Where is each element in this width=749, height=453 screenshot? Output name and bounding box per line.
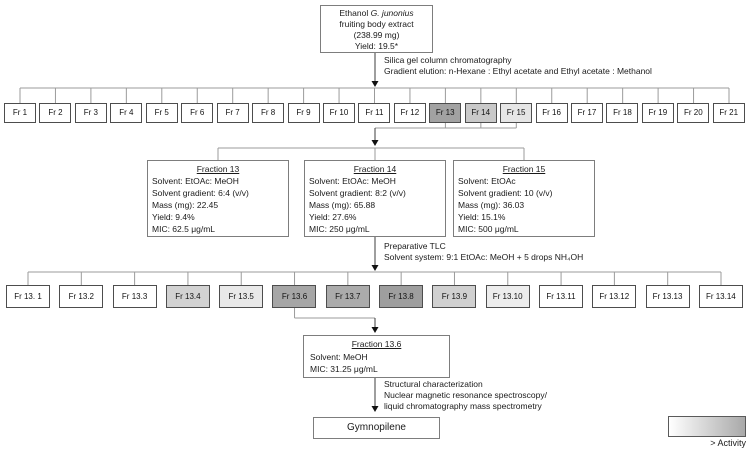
detail-box-fraction-14: Fraction 14 Solvent: EtOAc: MeOH Solvent… bbox=[304, 160, 446, 237]
fraction-box: Fr 5 bbox=[145, 103, 178, 123]
detail-14-mic: MIC: 250 μg/mL bbox=[309, 224, 370, 234]
fraction-box: Fr 17 bbox=[571, 103, 603, 123]
detail-15-gradient: Solvent gradient: 10 (v/v) bbox=[458, 188, 553, 198]
detail-box-fraction-15: Fraction 15 Solvent: EtOAc Solvent gradi… bbox=[453, 160, 595, 237]
detail-15-title: Fraction 15 bbox=[502, 164, 546, 174]
fraction-box: Fr 16 bbox=[535, 103, 568, 123]
detail-15-mic: MIC: 500 μg/mL bbox=[458, 224, 519, 234]
step3-line2: Nuclear magnetic resonance spectroscopy/ bbox=[384, 390, 547, 400]
step3-line3: liquid chromatography mass spectrometry bbox=[384, 401, 542, 411]
detail-13-solvent: Solvent: EtOAc: MeOH bbox=[152, 176, 239, 186]
activity-gradient-bar bbox=[668, 416, 746, 437]
step1-line1: Silica gel column chromatography bbox=[384, 55, 512, 65]
detail-13-title: Fraction 13 bbox=[196, 164, 240, 174]
step3-line1: Structural characterization bbox=[384, 379, 483, 389]
subfraction-box: Fr 13.9 bbox=[432, 285, 477, 308]
subfraction-box: Fr 13.7 bbox=[325, 285, 370, 308]
extract-line2: fruiting body extract bbox=[339, 19, 414, 29]
fraction-box: Fr 4 bbox=[110, 103, 143, 123]
detail-15-yield: Yield: 15.1% bbox=[458, 212, 506, 222]
subfraction-box: Fr 13.2 bbox=[59, 285, 104, 308]
detail-14-yield: Yield: 27.6% bbox=[309, 212, 357, 222]
fraction-box: Fr 6 bbox=[181, 103, 214, 123]
detail-13-mic: MIC: 62.5 μg/mL bbox=[152, 224, 216, 234]
fraction-box: Fr 11 bbox=[358, 103, 391, 123]
fraction-box: Fr 14 bbox=[464, 103, 497, 123]
activity-legend-label: > Activity bbox=[710, 438, 746, 448]
compound-box: Gymnopilene bbox=[313, 417, 440, 439]
detail-13-yield: Yield: 9.4% bbox=[152, 212, 195, 222]
step-label-preparative-tlc: Preparative TLC Solvent system: 9:1 EtOA… bbox=[384, 241, 583, 263]
detail-15-solvent: Solvent: EtOAc bbox=[458, 176, 516, 186]
subfraction-box: Fr 13.11 bbox=[538, 285, 583, 308]
extract-line1: Ethanol G. junonius bbox=[339, 8, 414, 18]
step1-line2: Gradient elution: n-Hexane : Ethyl aceta… bbox=[384, 66, 652, 76]
subfraction-box: Fr 13.4 bbox=[165, 285, 210, 308]
detail-15-mass: Mass (mg): 36.03 bbox=[458, 200, 525, 210]
fraction-box: Fr 21 bbox=[712, 103, 745, 123]
subfraction-box: Fr 13.12 bbox=[592, 285, 637, 308]
final-fraction-box: Fraction 13.6 Solvent: MeOH MIC: 31.25 μ… bbox=[303, 335, 450, 378]
subfraction-box: Fr 13. 1 bbox=[6, 285, 50, 308]
species-name: G. junonius bbox=[370, 8, 414, 18]
step-label-chromatography: Silica gel column chromatography Gradien… bbox=[384, 55, 652, 77]
step2-line2: Solvent system: 9:1 EtOAc: MeOH + 5 drop… bbox=[384, 252, 584, 262]
detail-13-mass: Mass (mg): 22.45 bbox=[152, 200, 219, 210]
fraction-box: Fr 10 bbox=[322, 103, 355, 123]
detail-box-fraction-13: Fraction 13 Solvent: EtOAc: MeOH Solvent… bbox=[147, 160, 289, 237]
fraction-box: Fr 3 bbox=[74, 103, 107, 123]
detail-14-title: Fraction 14 bbox=[353, 164, 397, 174]
subfraction-box: Fr 13.14 bbox=[698, 285, 743, 308]
fraction-row-2: Fr 13. 1 Fr 13.2 Fr 13.3 Fr 13.4 Fr 13.5 Fr 1… bbox=[6, 285, 743, 308]
final-box-title: Fraction 13.6 bbox=[351, 339, 402, 349]
fraction-box: Fr 19 bbox=[641, 103, 674, 123]
final-box-mic: MIC: 31.25 μg/mL bbox=[310, 364, 378, 374]
extract-box: Ethanol G. junonius fruiting body extrac… bbox=[320, 5, 433, 53]
fraction-box: Fr 2 bbox=[39, 103, 72, 123]
step-label-structural-characterization: Structural characterization Nuclear magn… bbox=[384, 379, 547, 412]
subfraction-box: Fr 13.8 bbox=[379, 285, 424, 308]
extract-line3: (238.99 mg) bbox=[353, 30, 400, 40]
detail-14-gradient: Solvent gradient: 8:2 (v/v) bbox=[309, 188, 406, 198]
step2-line1: Preparative TLC bbox=[384, 241, 446, 251]
subfraction-box: Fr 13.6 bbox=[272, 285, 317, 308]
detail-14-mass: Mass (mg): 65.88 bbox=[309, 200, 376, 210]
fraction-box: Fr 13 bbox=[429, 103, 462, 123]
fraction-box: Fr 1 bbox=[4, 103, 36, 123]
fraction-box: Fr 8 bbox=[252, 103, 285, 123]
fraction-box: Fr 18 bbox=[606, 103, 639, 123]
subfraction-box: Fr 13.5 bbox=[219, 285, 264, 308]
final-box-solvent: Solvent: MeOH bbox=[310, 351, 368, 362]
fraction-box: Fr 20 bbox=[677, 103, 710, 123]
fraction-box: Fr 15 bbox=[500, 103, 533, 123]
fraction-box: Fr 9 bbox=[287, 103, 320, 123]
fraction-box: Fr 7 bbox=[216, 103, 249, 123]
subfraction-box: Fr 13.10 bbox=[485, 285, 530, 308]
subfraction-box: Fr 13.13 bbox=[645, 285, 690, 308]
fraction-box: Fr 12 bbox=[393, 103, 426, 123]
detail-14-solvent: Solvent: EtOAc: MeOH bbox=[309, 176, 396, 186]
extract-line4: Yield: 19.5* bbox=[354, 41, 399, 51]
detail-13-gradient: Solvent gradient: 6:4 (v/v) bbox=[152, 188, 249, 198]
subfraction-box: Fr 13.3 bbox=[112, 285, 157, 308]
